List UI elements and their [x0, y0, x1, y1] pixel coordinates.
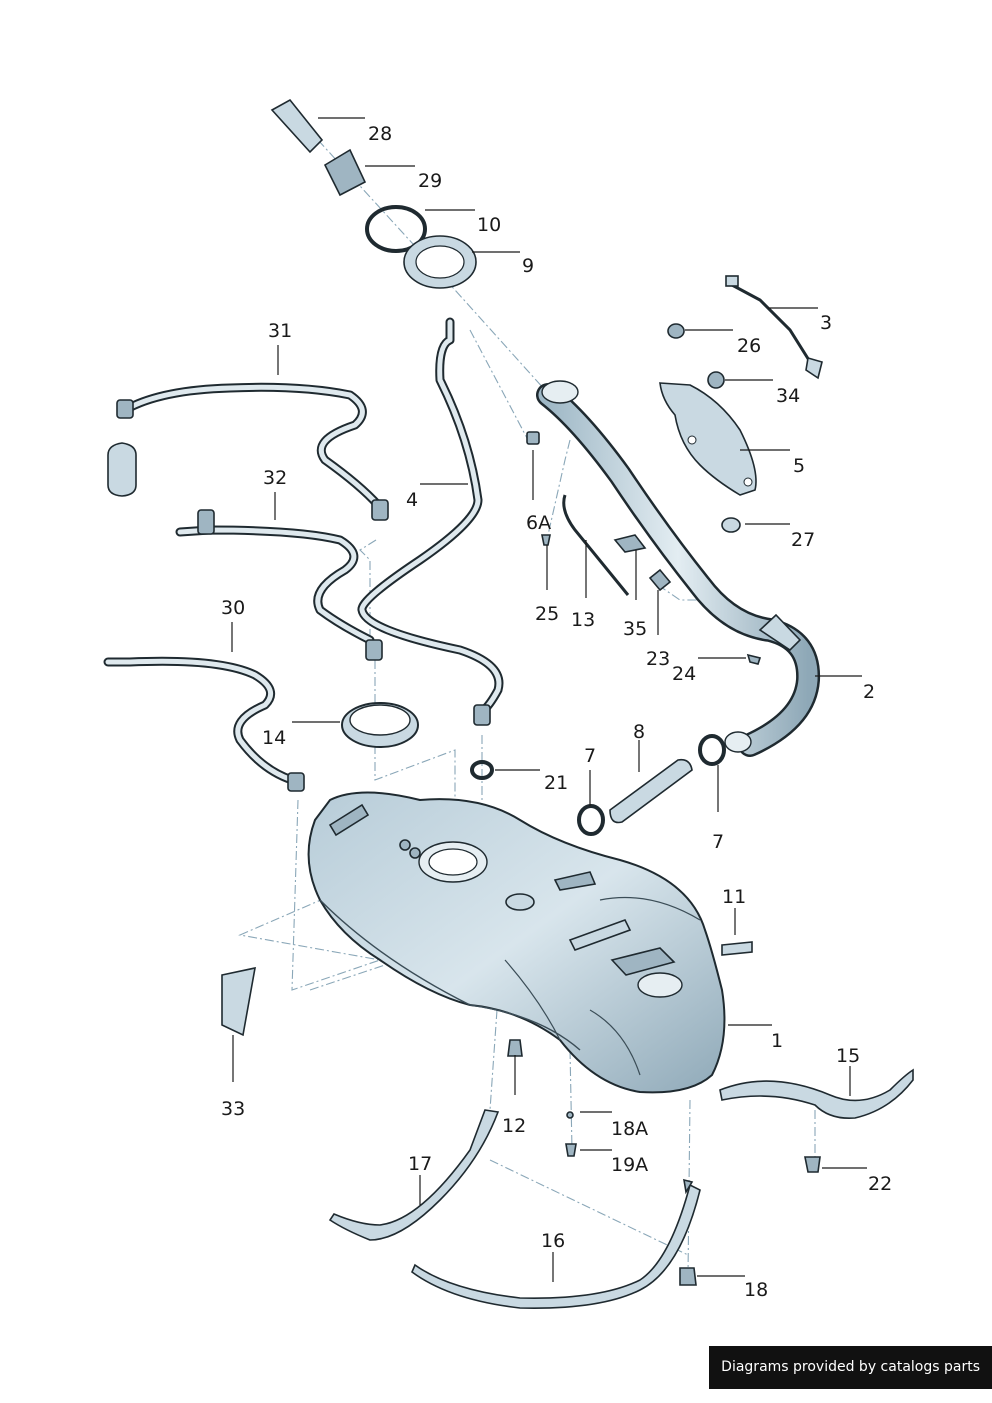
label-15: 15 — [836, 1045, 860, 1067]
label-2: 2 — [863, 681, 875, 703]
label-18a: 18A — [611, 1118, 648, 1140]
valve-35 — [613, 534, 647, 553]
cap-34 — [707, 371, 725, 389]
fuel-lines — [103, 382, 389, 792]
filler-neck-pipe — [536, 380, 821, 757]
label-29: 29 — [418, 170, 442, 192]
label-25: 25 — [535, 603, 559, 625]
label-6a: 6A — [526, 512, 551, 534]
label-8: 8 — [633, 721, 645, 743]
washer-18a — [566, 1111, 574, 1119]
label-12: 12 — [502, 1115, 526, 1137]
grommet-27 — [721, 517, 741, 533]
label-33: 33 — [221, 1098, 245, 1120]
label-7-right: 7 — [712, 831, 724, 853]
label-19a: 19A — [611, 1154, 648, 1176]
screw-24 — [746, 653, 762, 665]
small-fittings — [526, 323, 762, 665]
fuel-line-31 — [120, 382, 383, 510]
screw-25 — [541, 534, 551, 546]
label-21: 21 — [544, 772, 568, 794]
label-5: 5 — [793, 455, 805, 477]
label-31: 31 — [268, 320, 292, 342]
seal-29 — [323, 148, 367, 197]
earth-cable — [725, 275, 823, 380]
screw-19a — [565, 1143, 577, 1157]
label-27: 27 — [791, 529, 815, 551]
label-22: 22 — [868, 1173, 892, 1195]
label-1: 1 — [771, 1030, 783, 1052]
o-ring-10 — [365, 205, 427, 253]
strap-15 — [719, 1068, 914, 1120]
label-26: 26 — [737, 335, 761, 357]
label-35: 35 — [623, 618, 647, 640]
label-34: 34 — [776, 385, 800, 407]
label-18: 18 — [744, 1279, 768, 1301]
strap-17 — [328, 1109, 500, 1241]
fuel-tank — [307, 791, 726, 1094]
label-14: 14 — [262, 727, 286, 749]
tank-straps — [328, 1068, 914, 1309]
label-17: 17 — [408, 1153, 432, 1175]
label-4: 4 — [406, 489, 418, 511]
sleeve-8 — [609, 758, 693, 824]
label-28: 28 — [368, 123, 392, 145]
clamp-7-right — [698, 734, 726, 766]
hose-clip-21 — [470, 760, 494, 780]
label-9: 9 — [522, 255, 534, 277]
nut-26 — [667, 323, 685, 339]
leader-lines — [231, 117, 867, 1282]
label-10: 10 — [477, 214, 501, 236]
attribution-banner: Diagrams provided by catalogs parts — [709, 1346, 992, 1389]
label-13: 13 — [571, 609, 595, 631]
rod-13 — [562, 494, 630, 596]
clamps-and-sleeve — [577, 734, 726, 836]
nut-18 — [679, 1267, 697, 1286]
part-labels: 28 29 10 9 3 26 34 5 27 2 24 31 32 30 4 … — [221, 123, 892, 1301]
clamp-7-left — [577, 804, 605, 836]
clip-6a — [526, 431, 540, 445]
label-3: 3 — [820, 312, 832, 334]
filler-cap-parts — [270, 98, 477, 289]
locking-ring — [341, 702, 419, 748]
label-32: 32 — [263, 467, 287, 489]
label-23: 23 — [646, 648, 670, 670]
nut-12 — [507, 1039, 523, 1057]
bracket — [659, 382, 757, 496]
pad-11 — [721, 941, 753, 956]
screw-22 — [804, 1156, 821, 1173]
assembly-lines — [238, 139, 816, 1276]
label-16: 16 — [541, 1230, 565, 1252]
breather-hose — [357, 317, 504, 726]
strap-16 — [411, 1183, 701, 1309]
label-30: 30 — [221, 597, 245, 619]
misc-parts — [507, 494, 753, 1057]
label-24: 24 — [672, 663, 696, 685]
fuel-filter — [107, 442, 137, 497]
part-23 — [648, 568, 672, 592]
label-7-left: 7 — [584, 745, 596, 767]
heat-shield — [221, 966, 256, 1037]
cap-28 — [270, 98, 324, 154]
label-11: 11 — [722, 886, 746, 908]
